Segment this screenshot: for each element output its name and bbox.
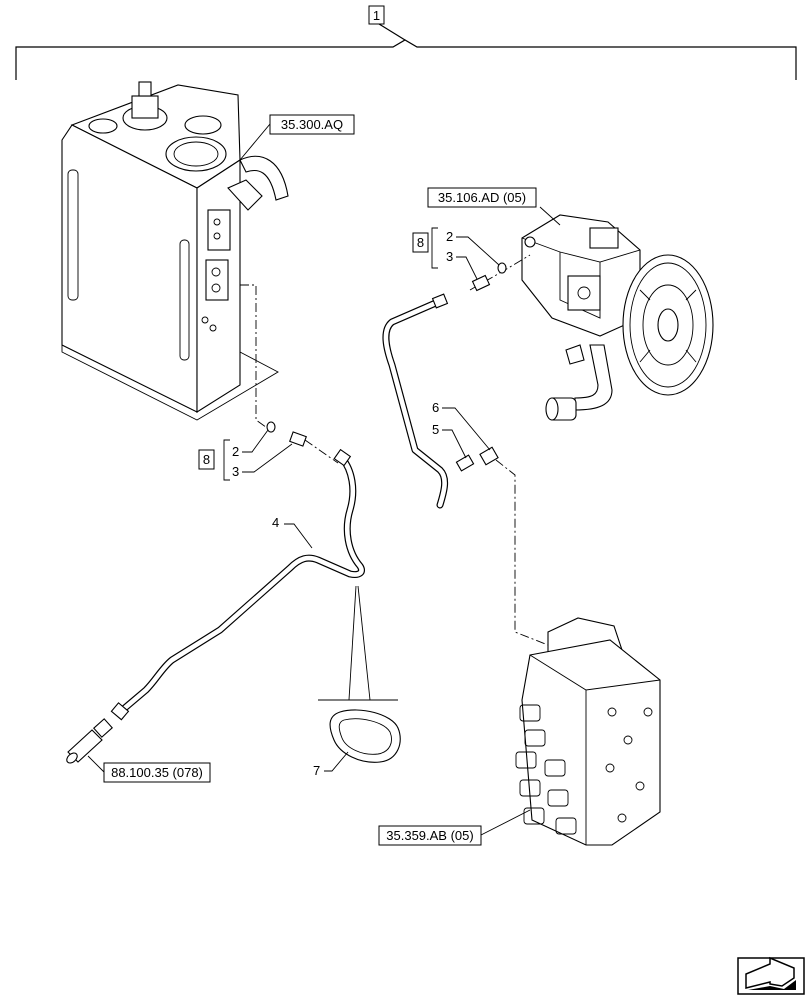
arrow-next-page-icon[interactable] xyxy=(737,956,805,995)
svg-text:1: 1 xyxy=(373,8,380,23)
item-3-tank-callout[interactable]: 3 xyxy=(232,443,293,479)
svg-text:88.100.35 (078): 88.100.35 (078) xyxy=(111,765,203,780)
item-5-callout[interactable]: 5 xyxy=(432,422,467,459)
svg-text:2: 2 xyxy=(446,229,453,244)
svg-text:3: 3 xyxy=(446,249,453,264)
hydraulic-pump xyxy=(521,214,714,421)
tank-fittings xyxy=(266,421,307,447)
item-3-pump-callout[interactable]: 3 xyxy=(446,249,478,280)
pump-fittings xyxy=(471,262,507,292)
control-valve xyxy=(515,617,661,846)
hydraulic-tank xyxy=(61,81,289,421)
svg-text:2: 2 xyxy=(232,444,239,459)
hose-item-4 xyxy=(110,448,365,721)
svg-text:5: 5 xyxy=(432,422,439,437)
valve-fittings xyxy=(455,446,499,472)
item-2-pump-callout[interactable]: 2 xyxy=(446,229,500,266)
clamp-detail xyxy=(318,585,401,763)
svg-text:7: 7 xyxy=(313,763,320,778)
pump-ref-callout[interactable]: 35.106.AD (05) xyxy=(427,187,561,226)
assembly-callout[interactable]: 1 xyxy=(368,5,385,25)
tank-ref-callout[interactable]: 35.300.AQ xyxy=(239,114,355,161)
svg-text:4: 4 xyxy=(272,515,279,530)
svg-text:35.359.AB (05): 35.359.AB (05) xyxy=(386,828,473,843)
valve-ref-callout[interactable]: 35.359.AB (05) xyxy=(378,809,531,846)
hose-pump-return xyxy=(382,293,449,509)
svg-text:8: 8 xyxy=(203,452,210,467)
pressure-sensor xyxy=(66,718,113,764)
sensor-ref-callout[interactable]: 88.100.35 (078) xyxy=(87,755,211,783)
item-4-callout[interactable]: 4 xyxy=(272,515,313,549)
item-7-callout[interactable]: 7 xyxy=(313,751,349,778)
svg-text:35.106.AD (05): 35.106.AD (05) xyxy=(438,190,526,205)
kit-callout-pump[interactable]: 8 xyxy=(412,227,438,269)
svg-text:6: 6 xyxy=(432,400,439,415)
svg-text:3: 3 xyxy=(232,464,239,479)
svg-text:8: 8 xyxy=(417,235,424,250)
item-2-tank-callout[interactable]: 2 xyxy=(232,429,269,459)
kit-callout-tank[interactable]: 8 xyxy=(198,439,230,481)
svg-text:35.300.AQ: 35.300.AQ xyxy=(281,117,343,132)
item-6-callout[interactable]: 6 xyxy=(432,400,491,451)
assembly-bracket xyxy=(15,23,797,80)
